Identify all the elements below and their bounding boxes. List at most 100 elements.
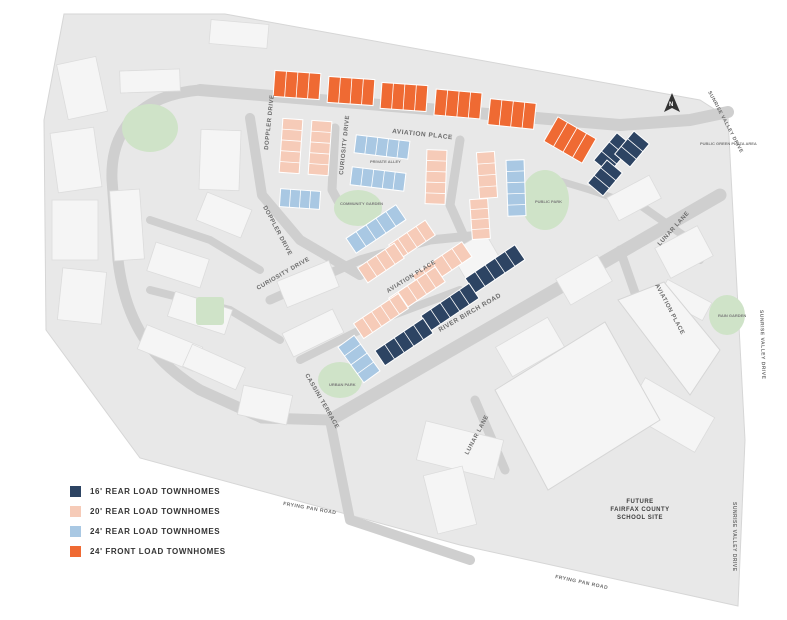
townhome-block <box>278 117 304 175</box>
unit-divider <box>451 248 463 264</box>
townhome-block-rear20 <box>424 149 448 205</box>
unit-divider <box>311 130 332 133</box>
unit-divider <box>507 204 526 206</box>
townhome-block <box>586 159 624 197</box>
street-sunrise-valley-east: SUNRISE VALLEY DRIVE <box>758 310 766 380</box>
unit-divider <box>425 272 437 289</box>
unit-divider <box>506 181 525 184</box>
unit-divider <box>307 72 310 99</box>
unit-divider <box>459 289 470 305</box>
unit-divider <box>364 136 368 155</box>
unit-divider <box>478 185 497 188</box>
unit-divider <box>426 160 447 162</box>
townhome-block-rear20 <box>278 117 304 175</box>
unit-divider <box>375 217 387 234</box>
legend-swatch <box>70 525 81 537</box>
unit-divider <box>449 296 461 312</box>
unit-divider <box>344 343 361 357</box>
legend-label: 24' REAR LOAD TOWNHOMES <box>90 526 221 536</box>
unit-divider <box>392 171 396 190</box>
townhome-block-rear20 <box>469 197 491 241</box>
unit-divider <box>494 257 506 274</box>
townhome-block-rear24 <box>278 188 322 210</box>
urban-park <box>318 362 362 398</box>
townhome-block <box>349 166 407 192</box>
unit-divider <box>384 249 396 265</box>
unit-divider <box>362 317 373 333</box>
unit-divider <box>484 264 496 281</box>
unit-divider <box>365 224 377 241</box>
north-compass-icon: N <box>664 93 680 112</box>
unit-divider <box>562 127 578 153</box>
townhome-block-rear24 <box>345 204 407 254</box>
context-buildings <box>49 19 716 535</box>
unit-divider <box>397 238 409 254</box>
unit-divider <box>415 226 427 242</box>
townhome-block-rear16 <box>374 317 434 367</box>
unit-divider <box>506 170 525 172</box>
townhome-block-rear20 <box>307 119 333 177</box>
unit-divider <box>425 192 446 194</box>
unit-divider <box>295 72 299 98</box>
legend-item-20-rear: 20' REAR LOAD TOWNHOMES <box>70 501 226 521</box>
townhome-block <box>307 119 333 177</box>
townhome-block-front24 <box>487 98 537 130</box>
unit-divider <box>389 299 400 315</box>
legend-label: 16' REAR LOAD TOWNHOMES <box>90 486 221 496</box>
school-site-buildings <box>494 281 721 491</box>
townhome-block-rear20 <box>352 292 410 340</box>
unit-divider <box>281 139 302 142</box>
parks <box>122 104 745 398</box>
unit-divider <box>282 128 303 131</box>
townhome-block <box>353 134 411 160</box>
unit-divider <box>308 190 312 209</box>
unit-divider <box>426 170 447 173</box>
unit-divider <box>381 170 385 189</box>
unit-divider <box>470 217 490 221</box>
label-school-line-3: SCHOOL SITE <box>617 515 663 521</box>
townhome-block-rear24 <box>353 134 411 160</box>
unit-divider <box>357 361 374 375</box>
svg-text:N: N <box>669 102 673 108</box>
unit-divider <box>441 254 453 271</box>
unit-divider <box>406 285 418 301</box>
unit-divider <box>385 211 397 227</box>
unit-divider <box>375 255 387 271</box>
townhome-block-rear16 <box>613 130 651 168</box>
place-labels: COMMUNITY GARDEN PUBLIC PARK URBAN PARK … <box>329 141 757 521</box>
unit-divider <box>456 91 460 117</box>
unit-divider <box>572 133 587 158</box>
unit-divider <box>504 251 516 267</box>
unit-divider <box>471 227 490 231</box>
townhome-block-front24 <box>379 81 429 113</box>
unit-divider <box>521 102 526 129</box>
unit-divider <box>396 139 400 158</box>
unit-divider <box>361 78 364 105</box>
townhome-block <box>613 130 651 168</box>
townhome-blocks <box>272 69 651 384</box>
unit-divider <box>371 311 382 327</box>
unit-divider <box>288 189 292 208</box>
unit-divider <box>477 173 497 177</box>
public-park <box>521 170 569 230</box>
unit-divider <box>310 141 331 144</box>
unit-divider <box>280 150 301 153</box>
unit-divider <box>430 309 441 325</box>
townhome-block-front24 <box>433 88 483 120</box>
unit-divider <box>474 271 486 287</box>
legend-swatch <box>70 545 81 557</box>
unit-divider <box>470 207 489 211</box>
unit-divider <box>553 122 568 147</box>
unit-divider <box>593 175 610 189</box>
unit-divider <box>445 90 449 116</box>
unit-divider <box>284 71 287 98</box>
townhome-block-front24 <box>326 75 376 107</box>
unit-divider <box>406 232 418 248</box>
unit-divider <box>360 168 364 187</box>
legend-item-24-front: 24' FRONT LOAD TOWNHOMES <box>70 541 226 561</box>
unit-divider <box>467 92 471 118</box>
street-doppler-drive: DOPPLER DRIVE <box>264 94 276 150</box>
unit-divider <box>391 83 394 110</box>
unit-divider <box>384 344 395 360</box>
